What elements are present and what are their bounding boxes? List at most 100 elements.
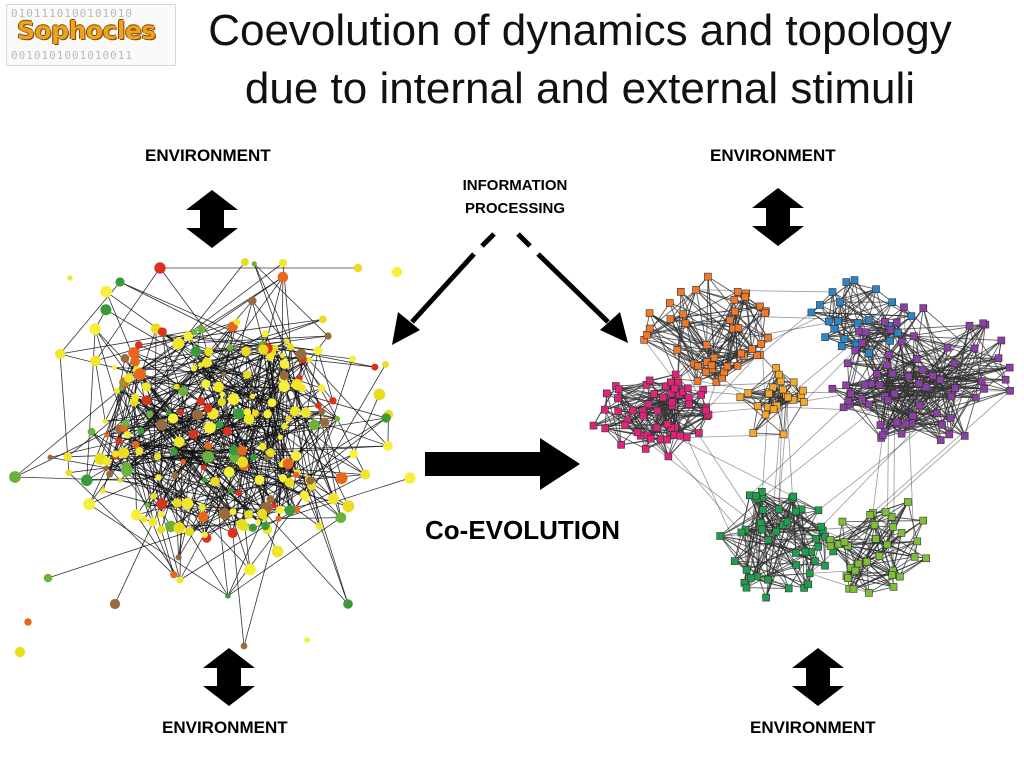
community-node-purple <box>971 393 980 402</box>
community-node-blue <box>864 316 873 324</box>
community-node-purple <box>872 370 881 378</box>
community-node-amber <box>736 393 745 402</box>
community-node-orange <box>733 288 742 296</box>
community-node-light-green <box>844 574 852 583</box>
network-node <box>100 285 113 298</box>
community-node-light-green <box>904 498 912 506</box>
network-node <box>118 447 130 459</box>
community-node-purple <box>876 421 885 429</box>
network-node <box>315 402 322 409</box>
network-node <box>148 517 158 527</box>
network-node <box>279 359 290 369</box>
community-node-magenta <box>633 428 642 437</box>
network-node <box>279 370 289 381</box>
network-node <box>184 526 195 537</box>
left-network-nodes <box>9 258 416 658</box>
community-node-light-green <box>838 517 847 526</box>
community-node-amber <box>799 398 808 406</box>
network-node <box>117 477 123 483</box>
network-node <box>335 512 347 523</box>
network-node <box>261 521 270 531</box>
community-node-orange <box>753 351 762 360</box>
community-node-magenta <box>664 452 673 461</box>
network-node <box>218 507 231 520</box>
community-node-purple <box>908 412 917 420</box>
network-node <box>201 357 212 368</box>
community-node-magenta <box>676 431 685 440</box>
community-node-orange <box>757 340 766 348</box>
network-node <box>123 431 132 439</box>
network-node <box>258 344 269 355</box>
community-node-magenta <box>646 434 655 443</box>
network-node <box>137 427 145 435</box>
community-node-magenta <box>589 421 598 430</box>
community-node-light-green <box>840 538 849 546</box>
community-node-green <box>762 593 770 602</box>
community-node-green <box>737 528 746 537</box>
network-node <box>120 380 126 386</box>
community-node-purple <box>885 350 894 359</box>
network-node <box>235 489 242 496</box>
community-node-blue <box>907 312 916 320</box>
network-node <box>165 409 172 416</box>
network-node <box>371 363 379 371</box>
community-node-purple <box>980 384 988 393</box>
network-node <box>201 476 208 483</box>
network-node <box>131 393 140 402</box>
community-node-purple <box>915 401 924 410</box>
network-node <box>180 458 186 465</box>
network-node <box>172 498 182 508</box>
community-node-light-green <box>919 516 928 525</box>
network-node <box>233 408 245 420</box>
community-node-magenta <box>650 390 659 398</box>
community-node-light-green <box>897 529 906 537</box>
network-node <box>229 508 237 516</box>
logo-binary-top: 0101110100101010 <box>11 7 133 20</box>
community-node-magenta <box>668 398 676 407</box>
community-node-purple <box>886 325 895 334</box>
community-node-green <box>804 580 813 589</box>
network-node <box>284 477 295 488</box>
community-node-purple <box>858 394 866 403</box>
community-node-green <box>783 517 792 526</box>
network-node <box>170 447 178 456</box>
community-node-light-green <box>913 537 922 546</box>
double-arrow-top-right <box>752 188 804 246</box>
network-node <box>178 386 189 397</box>
network-node <box>250 453 258 461</box>
community-node-magenta <box>682 433 691 442</box>
community-node-green <box>753 572 762 581</box>
community-node-blue <box>872 285 880 294</box>
community-node-blue <box>893 328 902 337</box>
network-node <box>90 355 101 367</box>
community-node-purple <box>950 359 959 368</box>
network-node <box>353 263 363 273</box>
community-node-orange <box>643 330 651 339</box>
community-node-green <box>817 522 826 531</box>
network-node <box>172 337 185 350</box>
community-node-green <box>774 505 783 513</box>
network-node <box>177 409 184 416</box>
network-node <box>210 476 220 487</box>
network-node <box>112 364 118 370</box>
network-node <box>278 380 290 392</box>
community-node-blue <box>865 349 873 357</box>
community-node-blue <box>835 298 844 306</box>
network-node <box>306 476 315 485</box>
community-node-purple <box>883 361 892 370</box>
community-node-orange <box>693 362 702 370</box>
network-node <box>130 509 142 521</box>
community-node-blue <box>828 288 837 296</box>
network-node <box>240 523 250 532</box>
network-node <box>223 426 232 436</box>
community-node-green <box>791 507 800 516</box>
network-node <box>225 593 231 599</box>
network-node <box>290 450 301 461</box>
slide-title: Coevolution of dynamics and topology due… <box>170 2 990 118</box>
community-node-magenta <box>641 445 650 453</box>
network-node <box>202 451 215 463</box>
community-node-orange <box>676 287 685 296</box>
community-node-blue <box>840 335 849 343</box>
network-node <box>113 388 120 395</box>
network-node <box>286 343 295 351</box>
